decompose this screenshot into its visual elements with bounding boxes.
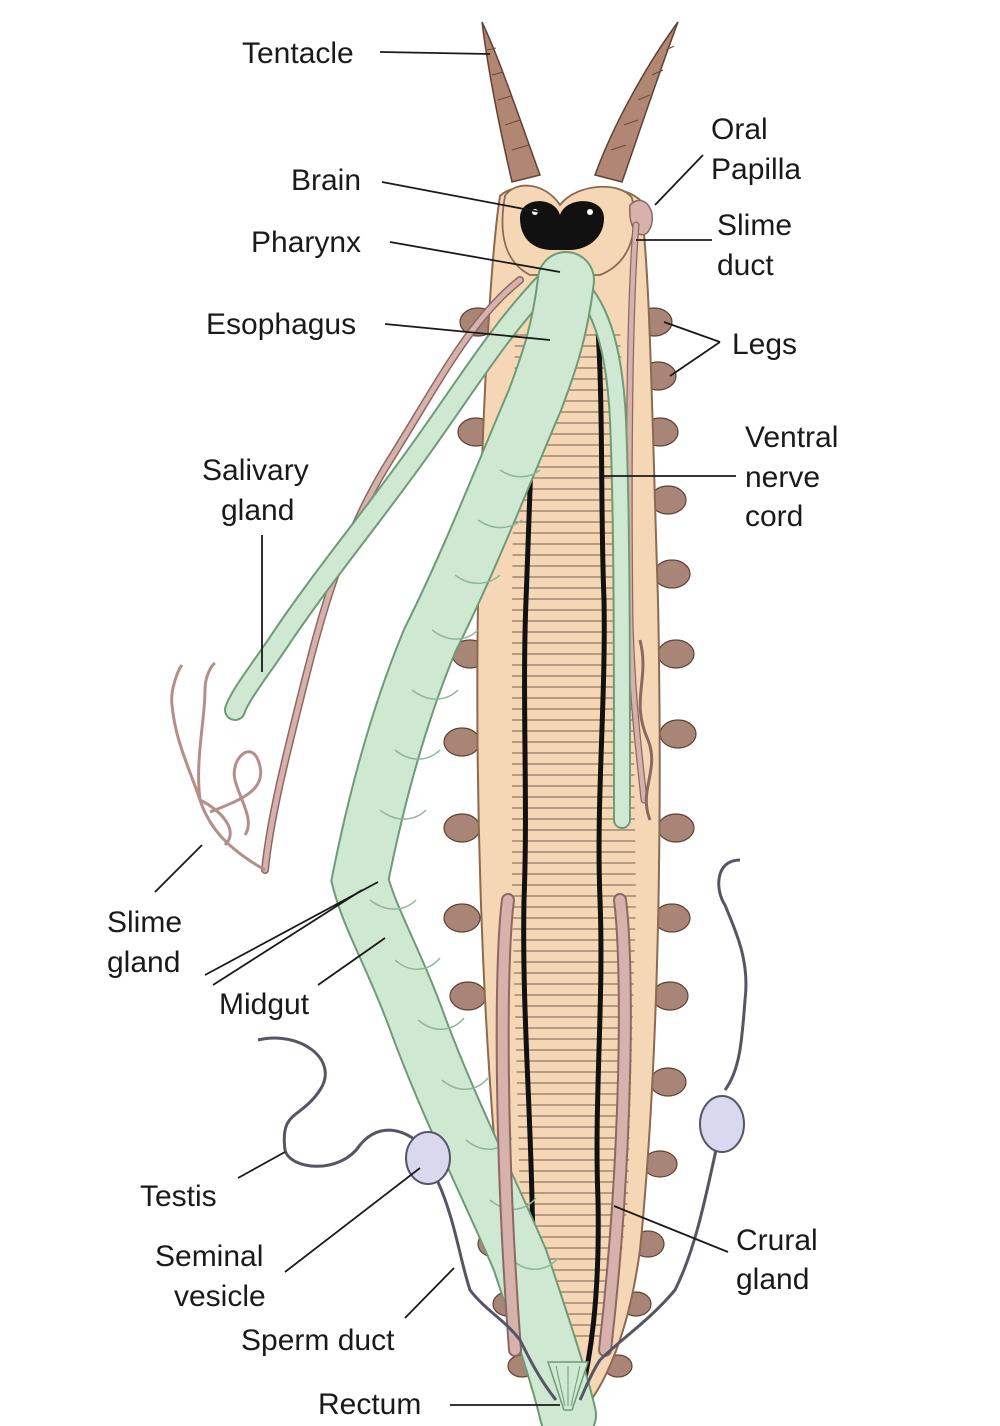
testis-left [257, 1036, 427, 1168]
labels: Tentacle Brain Pharynx Esophagus Salivar… [107, 37, 838, 1421]
brain [520, 201, 604, 250]
label-rectum: Rectum [318, 1388, 421, 1421]
leader-legs [663, 321, 721, 377]
slime-gland-right-coils [638, 639, 654, 821]
leader-testis [237, 1151, 286, 1179]
esophagus [527, 271, 577, 411]
label-legs: Legs [732, 328, 797, 361]
leader-crural-gland [613, 1205, 729, 1253]
label-testis: Testis [140, 1180, 217, 1213]
seminal-vesicle-right [699, 1095, 745, 1153]
label-oral-papilla-1: Oral [711, 113, 768, 146]
label-slime-duct-2: duct [717, 249, 774, 282]
label-sperm-duct: Sperm duct [241, 1324, 395, 1357]
rectum-folds [555, 1365, 581, 1407]
leader-sperm-duct [404, 1267, 455, 1319]
label-tentacle: Tentacle [242, 37, 354, 70]
seminal-vesicle-left [405, 1131, 451, 1185]
leader-tentacle [379, 51, 491, 55]
illustration [170, 21, 748, 1426]
label-slime-gland-1: Slime [107, 906, 182, 939]
label-seminal-vesicle-2: vesicle [174, 1280, 266, 1313]
left-tentacle [481, 21, 541, 183]
testis-right [717, 858, 748, 1091]
label-crural-gland-2: gland [736, 1263, 809, 1296]
label-ventral-nerve-cord-2: nerve [745, 461, 820, 494]
right-tentacle [594, 21, 679, 183]
label-seminal-vesicle-1: Seminal [155, 1240, 263, 1273]
label-slime-gland-2: gland [107, 946, 180, 979]
leader-pharynx [389, 241, 561, 273]
right-nerve-cord [577, 299, 607, 1401]
tentacle-rings [486, 45, 675, 151]
label-salivary-gland-2: gland [221, 494, 294, 527]
label-slime-duct-1: Slime [717, 209, 792, 242]
label-ventral-nerve-cord-1: Ventral [745, 421, 838, 454]
label-midgut: Midgut [219, 988, 310, 1021]
label-pharynx: Pharynx [251, 226, 361, 259]
leader-midgut-c [317, 937, 386, 986]
leader-slime-gland [154, 844, 203, 893]
label-ventral-nerve-cord-3: cord [745, 500, 803, 533]
label-oral-papilla-2: Papilla [711, 153, 801, 186]
leader-midgut-b [212, 889, 363, 986]
leader-seminal-vesicle [284, 1167, 421, 1273]
leader-lines [154, 51, 736, 1406]
label-salivary-gland-1: Salivary [202, 454, 309, 487]
label-esophagus: Esophagus [206, 308, 356, 341]
leader-brain [381, 181, 541, 213]
sperm-duct-left [436, 1181, 558, 1401]
right-eye [587, 209, 593, 215]
label-brain: Brain [291, 164, 361, 197]
slime-gland-left [170, 661, 266, 872]
label-crural-gland-1: Crural [736, 1224, 818, 1257]
leader-esophagus [384, 323, 551, 341]
leader-oral-papilla [654, 154, 704, 206]
sperm-duct-right [578, 1149, 718, 1401]
